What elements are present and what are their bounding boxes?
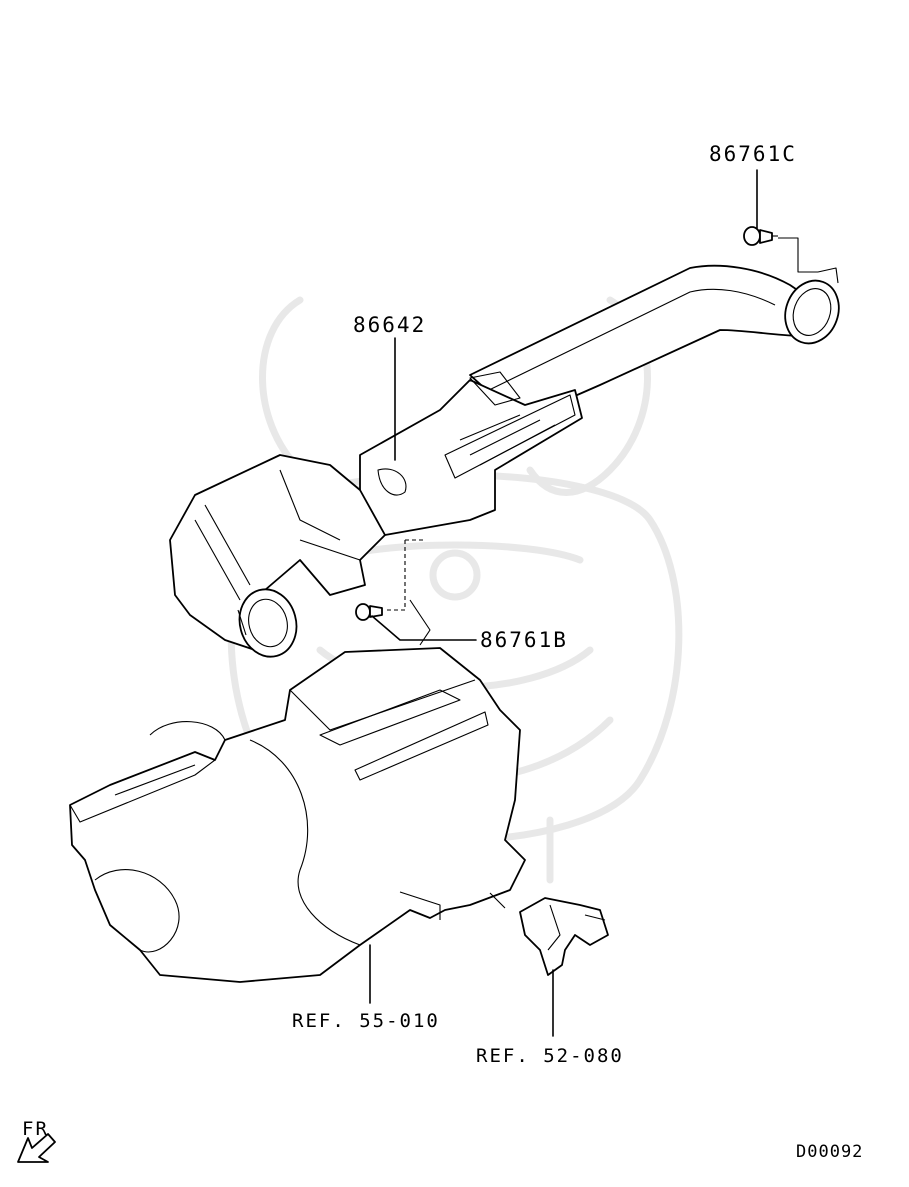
small-duct (519, 897, 609, 976)
label-86761b: 86761B (480, 628, 568, 652)
label-86761c: 86761C (709, 142, 797, 166)
clip-86761b (355, 539, 425, 621)
label-front: FR (22, 1118, 49, 1140)
clip-86761c (743, 226, 818, 273)
label-86642: 86642 (353, 313, 426, 337)
arrow-down-left-icon (17, 1133, 56, 1163)
leader-86761b (371, 615, 477, 641)
heater-unit (69, 599, 526, 983)
label-ref-heater: REF. 55-010 (292, 1010, 440, 1032)
label-diagram-code: D00092 (796, 1142, 863, 1162)
duct-assembly (169, 264, 840, 658)
label-ref-duct: REF. 52-080 (476, 1045, 624, 1067)
